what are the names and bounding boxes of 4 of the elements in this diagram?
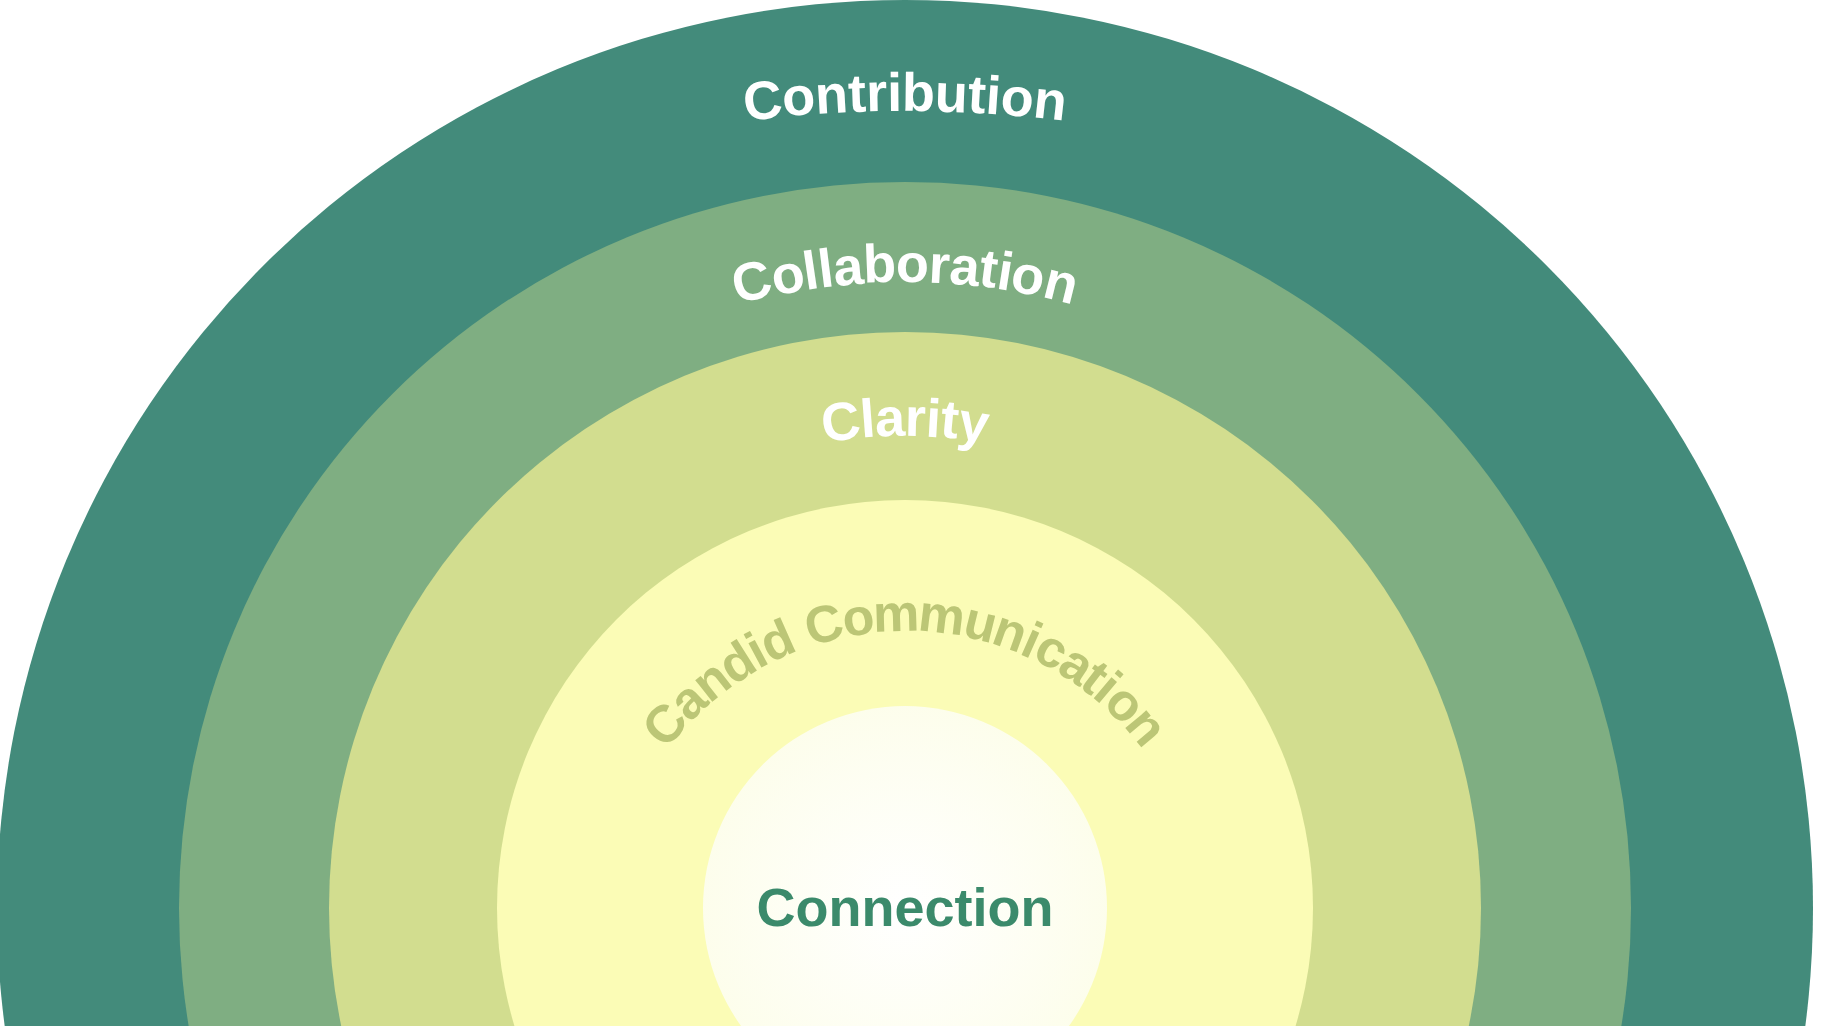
core-label: Connection [756, 876, 1054, 940]
ring-label: Candid Communication [632, 586, 1178, 756]
ring-label: Contribution [740, 64, 1070, 129]
ring-label: Clarity [817, 389, 993, 451]
